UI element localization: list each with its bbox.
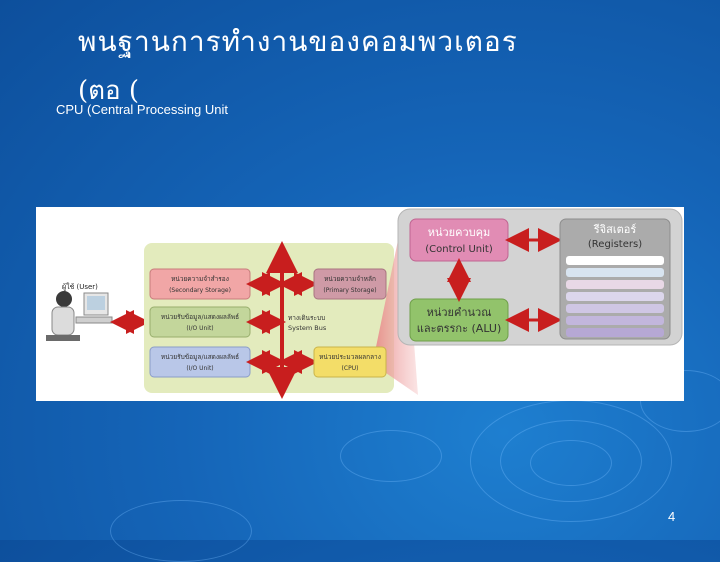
- primary-storage-box: [313, 268, 387, 300]
- background-ripple: [340, 430, 442, 482]
- io-unit-box-2: [149, 346, 251, 378]
- system-bus-en: System Bus: [288, 324, 327, 332]
- register-row: [566, 292, 664, 301]
- registers-en: (Registers): [588, 239, 642, 250]
- slide-title-line2: (ตอ (: [78, 76, 140, 106]
- register-row: [566, 256, 664, 265]
- io-unit-1-en: (I/O Unit): [186, 325, 213, 332]
- cpu-en: (CPU): [342, 365, 359, 372]
- slide-subtitle: CPU (Central Processing Unit: [56, 102, 228, 117]
- background-ripple: [500, 420, 642, 502]
- alu-thai: หน่วยคำนวณ: [427, 306, 492, 319]
- cpu-box: [313, 346, 387, 378]
- register-row: [566, 268, 664, 277]
- primary-storage-thai: หน่วยความจำหลัก: [324, 275, 376, 283]
- user-label: ผู้ใช้ (User): [62, 282, 98, 291]
- slide-title-line1: พนฐานการทำงานของคอมพวเตอร: [78, 25, 518, 58]
- control-unit-en: (Control Unit): [425, 244, 493, 255]
- control-unit-thai: หน่วยควบคุม: [428, 226, 491, 239]
- register-row: [566, 328, 664, 337]
- cpu-thai: หน่วยประมวลผลกลาง: [319, 353, 381, 361]
- io-unit-box-1: [149, 306, 251, 338]
- secondary-storage-box: [149, 268, 251, 300]
- io-unit-2-thai: หน่วยรับข้อมูล/แสดงผลลัพธ์: [161, 353, 239, 361]
- io-unit-2-en: (I/O Unit): [186, 365, 213, 372]
- diagram-svg: ผู้ใช้ (User) หน่วยความจำสำรอง (Secondar…: [46, 208, 683, 399]
- cpu-architecture-diagram: ผู้ใช้ (User) หน่วยความจำสำรอง (Secondar…: [36, 207, 684, 401]
- alu-thai-line2: และตรรกะ (ALU): [417, 322, 502, 335]
- page-number: 4: [668, 509, 676, 524]
- system-bus-thai: ทางเดินระบบ: [288, 314, 325, 322]
- secondary-storage-thai: หน่วยความจำสำรอง: [171, 275, 229, 283]
- io-unit-1-thai: หน่วยรับข้อมูล/แสดงผลลัพธ์: [161, 313, 239, 321]
- register-rows: [566, 256, 664, 337]
- primary-storage-en: (Primary Storage): [323, 287, 376, 294]
- register-row: [566, 304, 664, 313]
- registers-thai: รีจิสเตอร์: [593, 223, 637, 236]
- background-ripple: [530, 440, 612, 486]
- register-row: [566, 316, 664, 325]
- user-figure: [46, 291, 113, 341]
- background-ripple: [110, 500, 252, 562]
- secondary-storage-en: (Secondary Storage): [169, 287, 231, 294]
- register-row: [566, 280, 664, 289]
